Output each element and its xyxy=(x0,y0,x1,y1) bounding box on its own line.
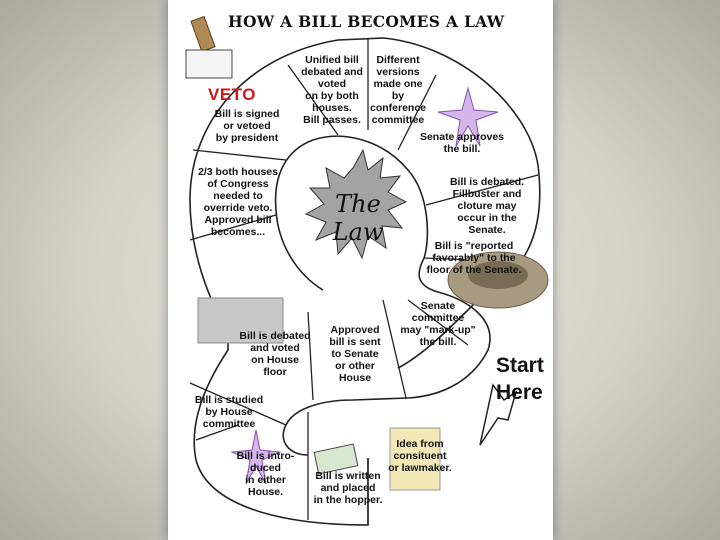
step-idea: Idea from consituent or lawmaker. xyxy=(380,438,460,474)
step-president: Bill is signed or vetoed by president xyxy=(206,108,288,144)
step-conference-committee: Different versions made one by conferenc… xyxy=(366,54,430,126)
step-senate-approves: Senate approves the bill. xyxy=(412,131,512,155)
step-house-committee: Bill is studied by House committee xyxy=(190,394,268,430)
diagram-page: HOW A BILL BECOMES A LAW VETO The Law St… xyxy=(168,0,553,540)
step-house-floor: Bill is debated and voted on House floor xyxy=(234,330,316,378)
step-override-veto: 2/3 both houses of Congress needed to ov… xyxy=(196,166,280,238)
veto-stamp-text: VETO xyxy=(208,85,256,105)
step-senate-debate: Bill is debated. Fillbuster and cloture … xyxy=(442,176,532,236)
step-senate-committee: Senate committee may "mark-up" the bill. xyxy=(394,300,482,348)
step-reported-favorably: Bill is "reported favorably" to the floo… xyxy=(424,240,524,276)
page-title: HOW A BILL BECOMES A LAW xyxy=(228,12,553,31)
step-unified-bill: Unified bill debated and voted on by bot… xyxy=(296,54,368,126)
step-sent-to-senate: Approved bill is sent to Senate or other… xyxy=(320,324,390,384)
start-here-label: Start Here xyxy=(496,352,553,406)
stamp-icon xyxy=(186,17,232,78)
step-written: Bill is written and placed in the hopper… xyxy=(308,470,388,506)
step-introduced: Bill is intro- duced in either House. xyxy=(228,450,303,498)
center-law-label: The Law xyxy=(326,190,390,246)
